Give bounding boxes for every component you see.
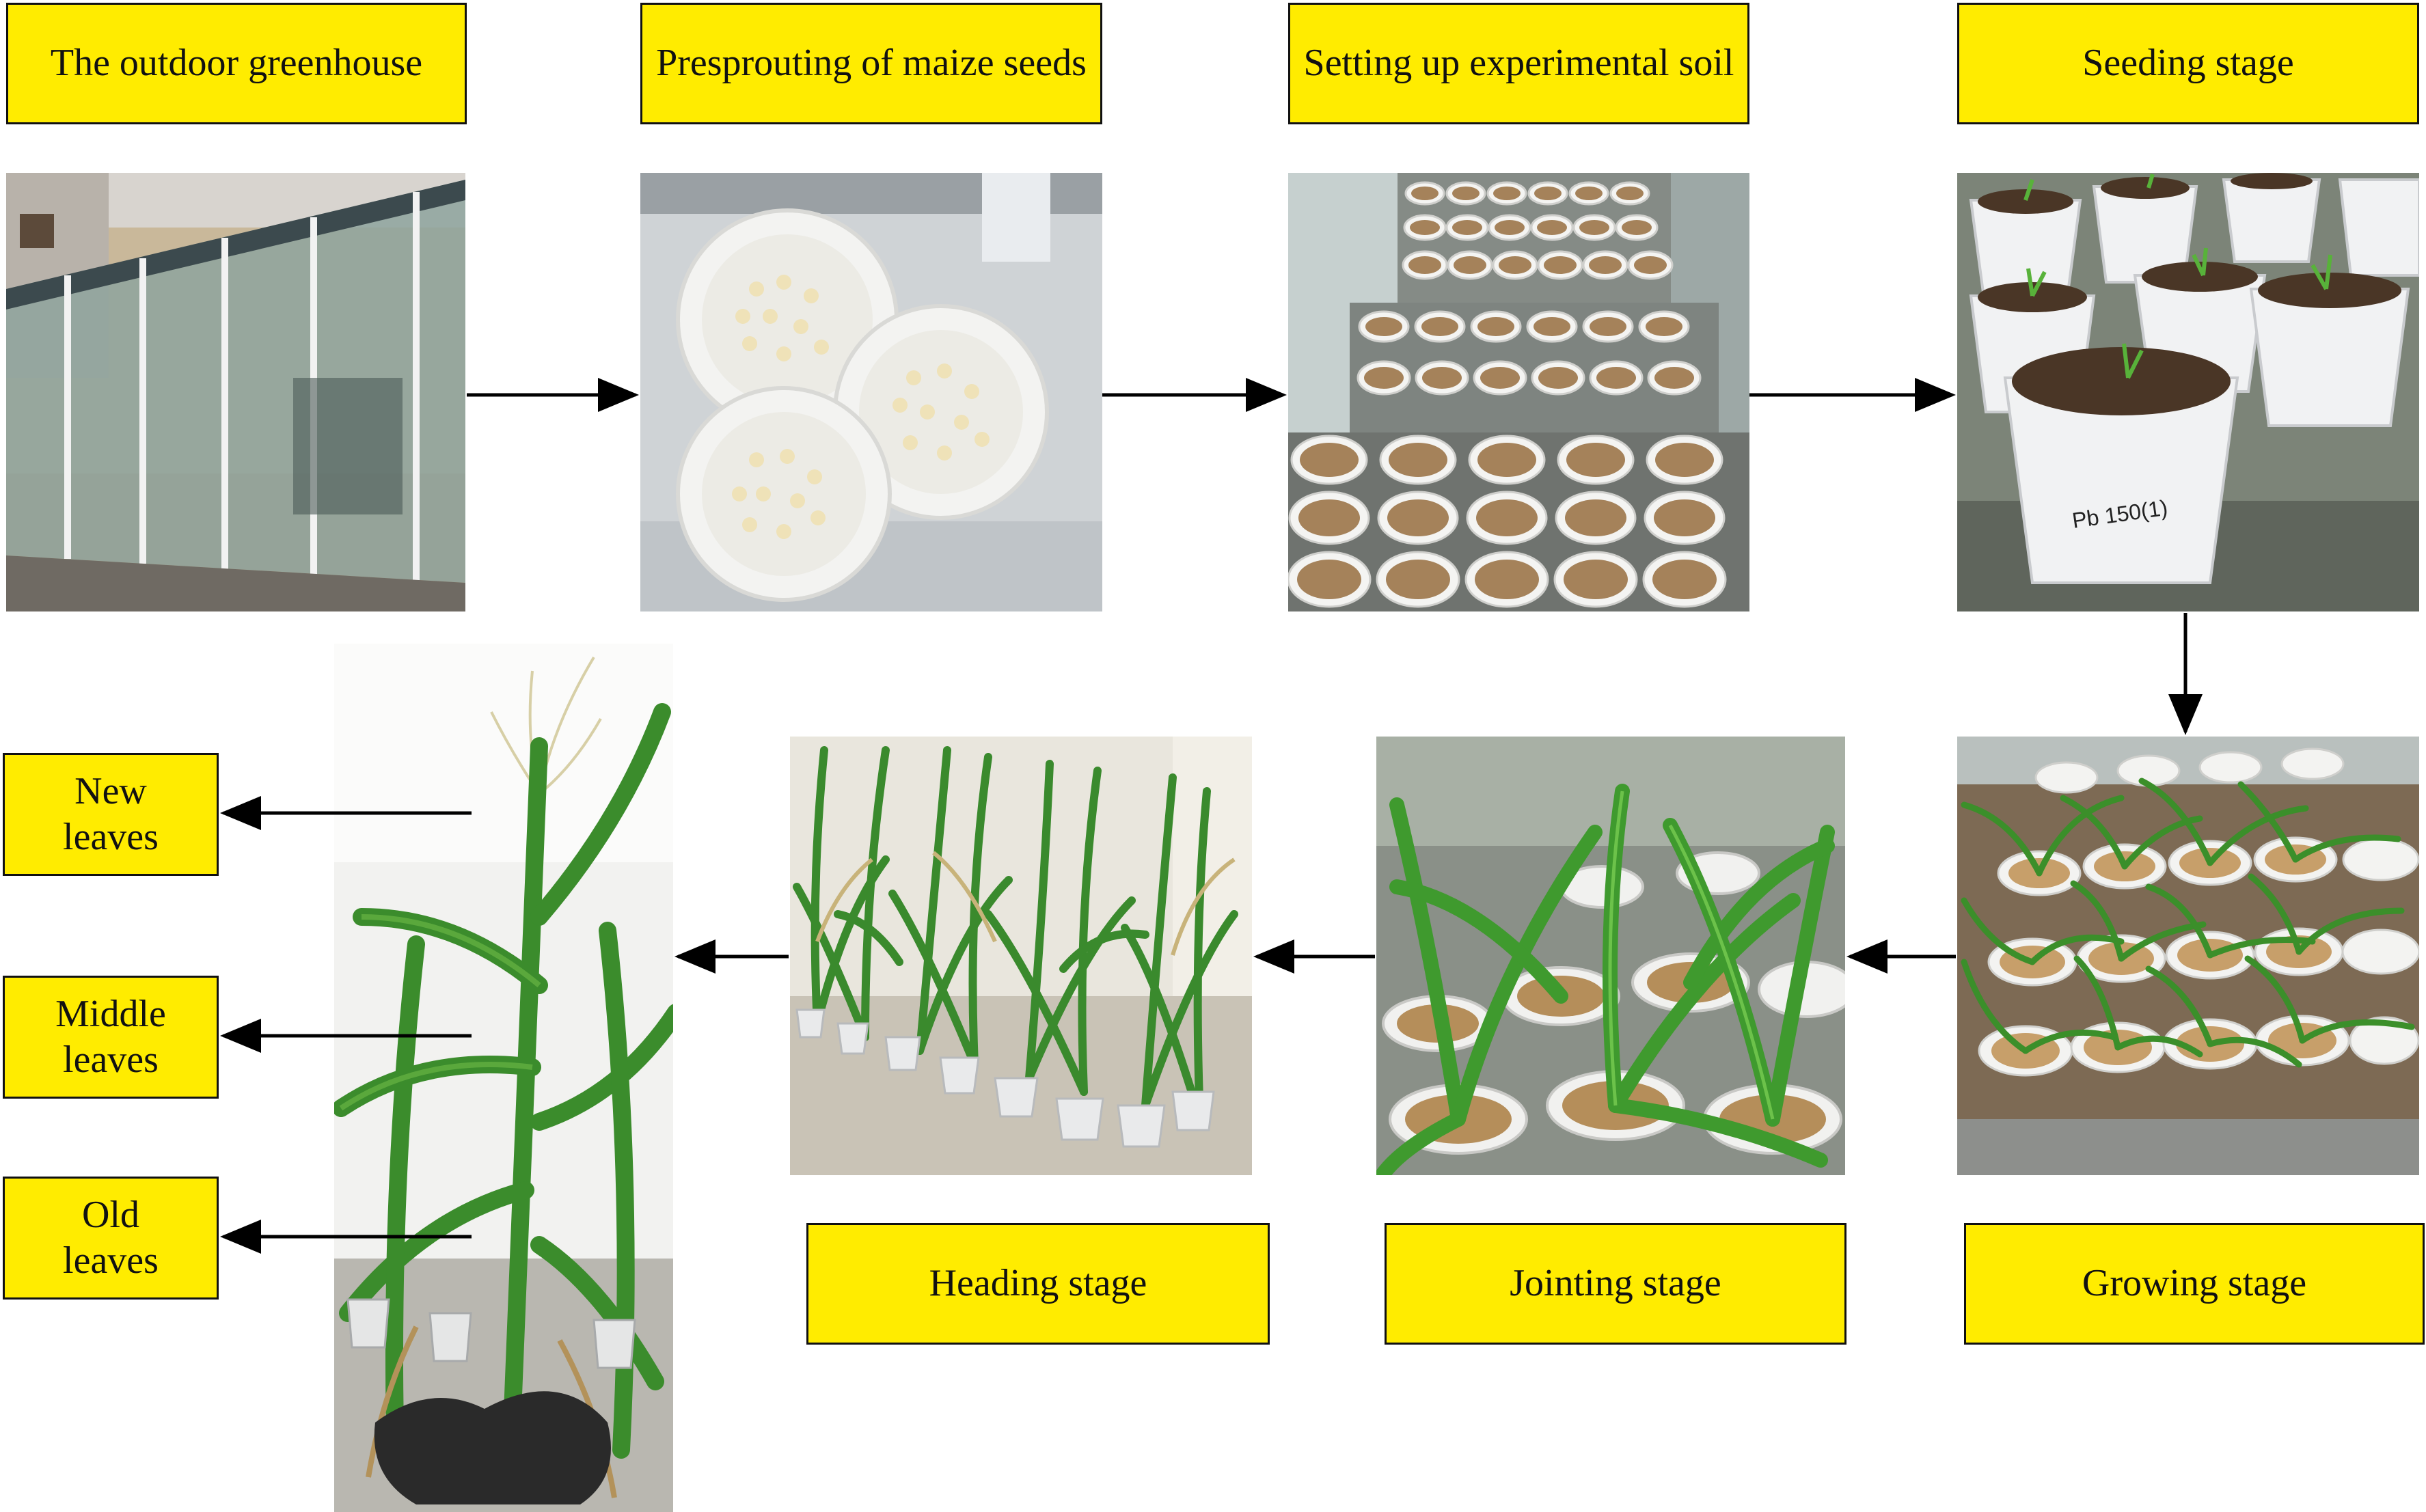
label-soil-setup: Setting up experimental soil — [1288, 3, 1749, 124]
photo-jointing-stage — [1376, 737, 1845, 1175]
photo-seeding-stage: Pb 150(1) — [1957, 173, 2419, 611]
photo-growing-stage — [1957, 737, 2419, 1175]
photo-mature-plant — [334, 644, 673, 1512]
label-new-leaves: New leaves — [3, 753, 219, 876]
photo-soil-setup — [1288, 173, 1749, 611]
label-growing-stage: Growing stage — [1964, 1223, 2425, 1345]
label-seeding-stage: Seeding stage — [1957, 3, 2419, 124]
label-outdoor-greenhouse: The outdoor greenhouse — [6, 3, 467, 124]
label-heading-stage: Heading stage — [806, 1223, 1270, 1345]
label-presprouting: Presprouting of maize seeds — [640, 3, 1102, 124]
photo-heading-stage — [790, 737, 1252, 1175]
label-middle-leaves: Middle leaves — [3, 976, 219, 1099]
label-old-leaves: Old leaves — [3, 1177, 219, 1300]
label-jointing-stage: Jointing stage — [1385, 1223, 1846, 1345]
photo-greenhouse — [6, 173, 465, 611]
photo-presprouting-seeds — [640, 173, 1102, 611]
